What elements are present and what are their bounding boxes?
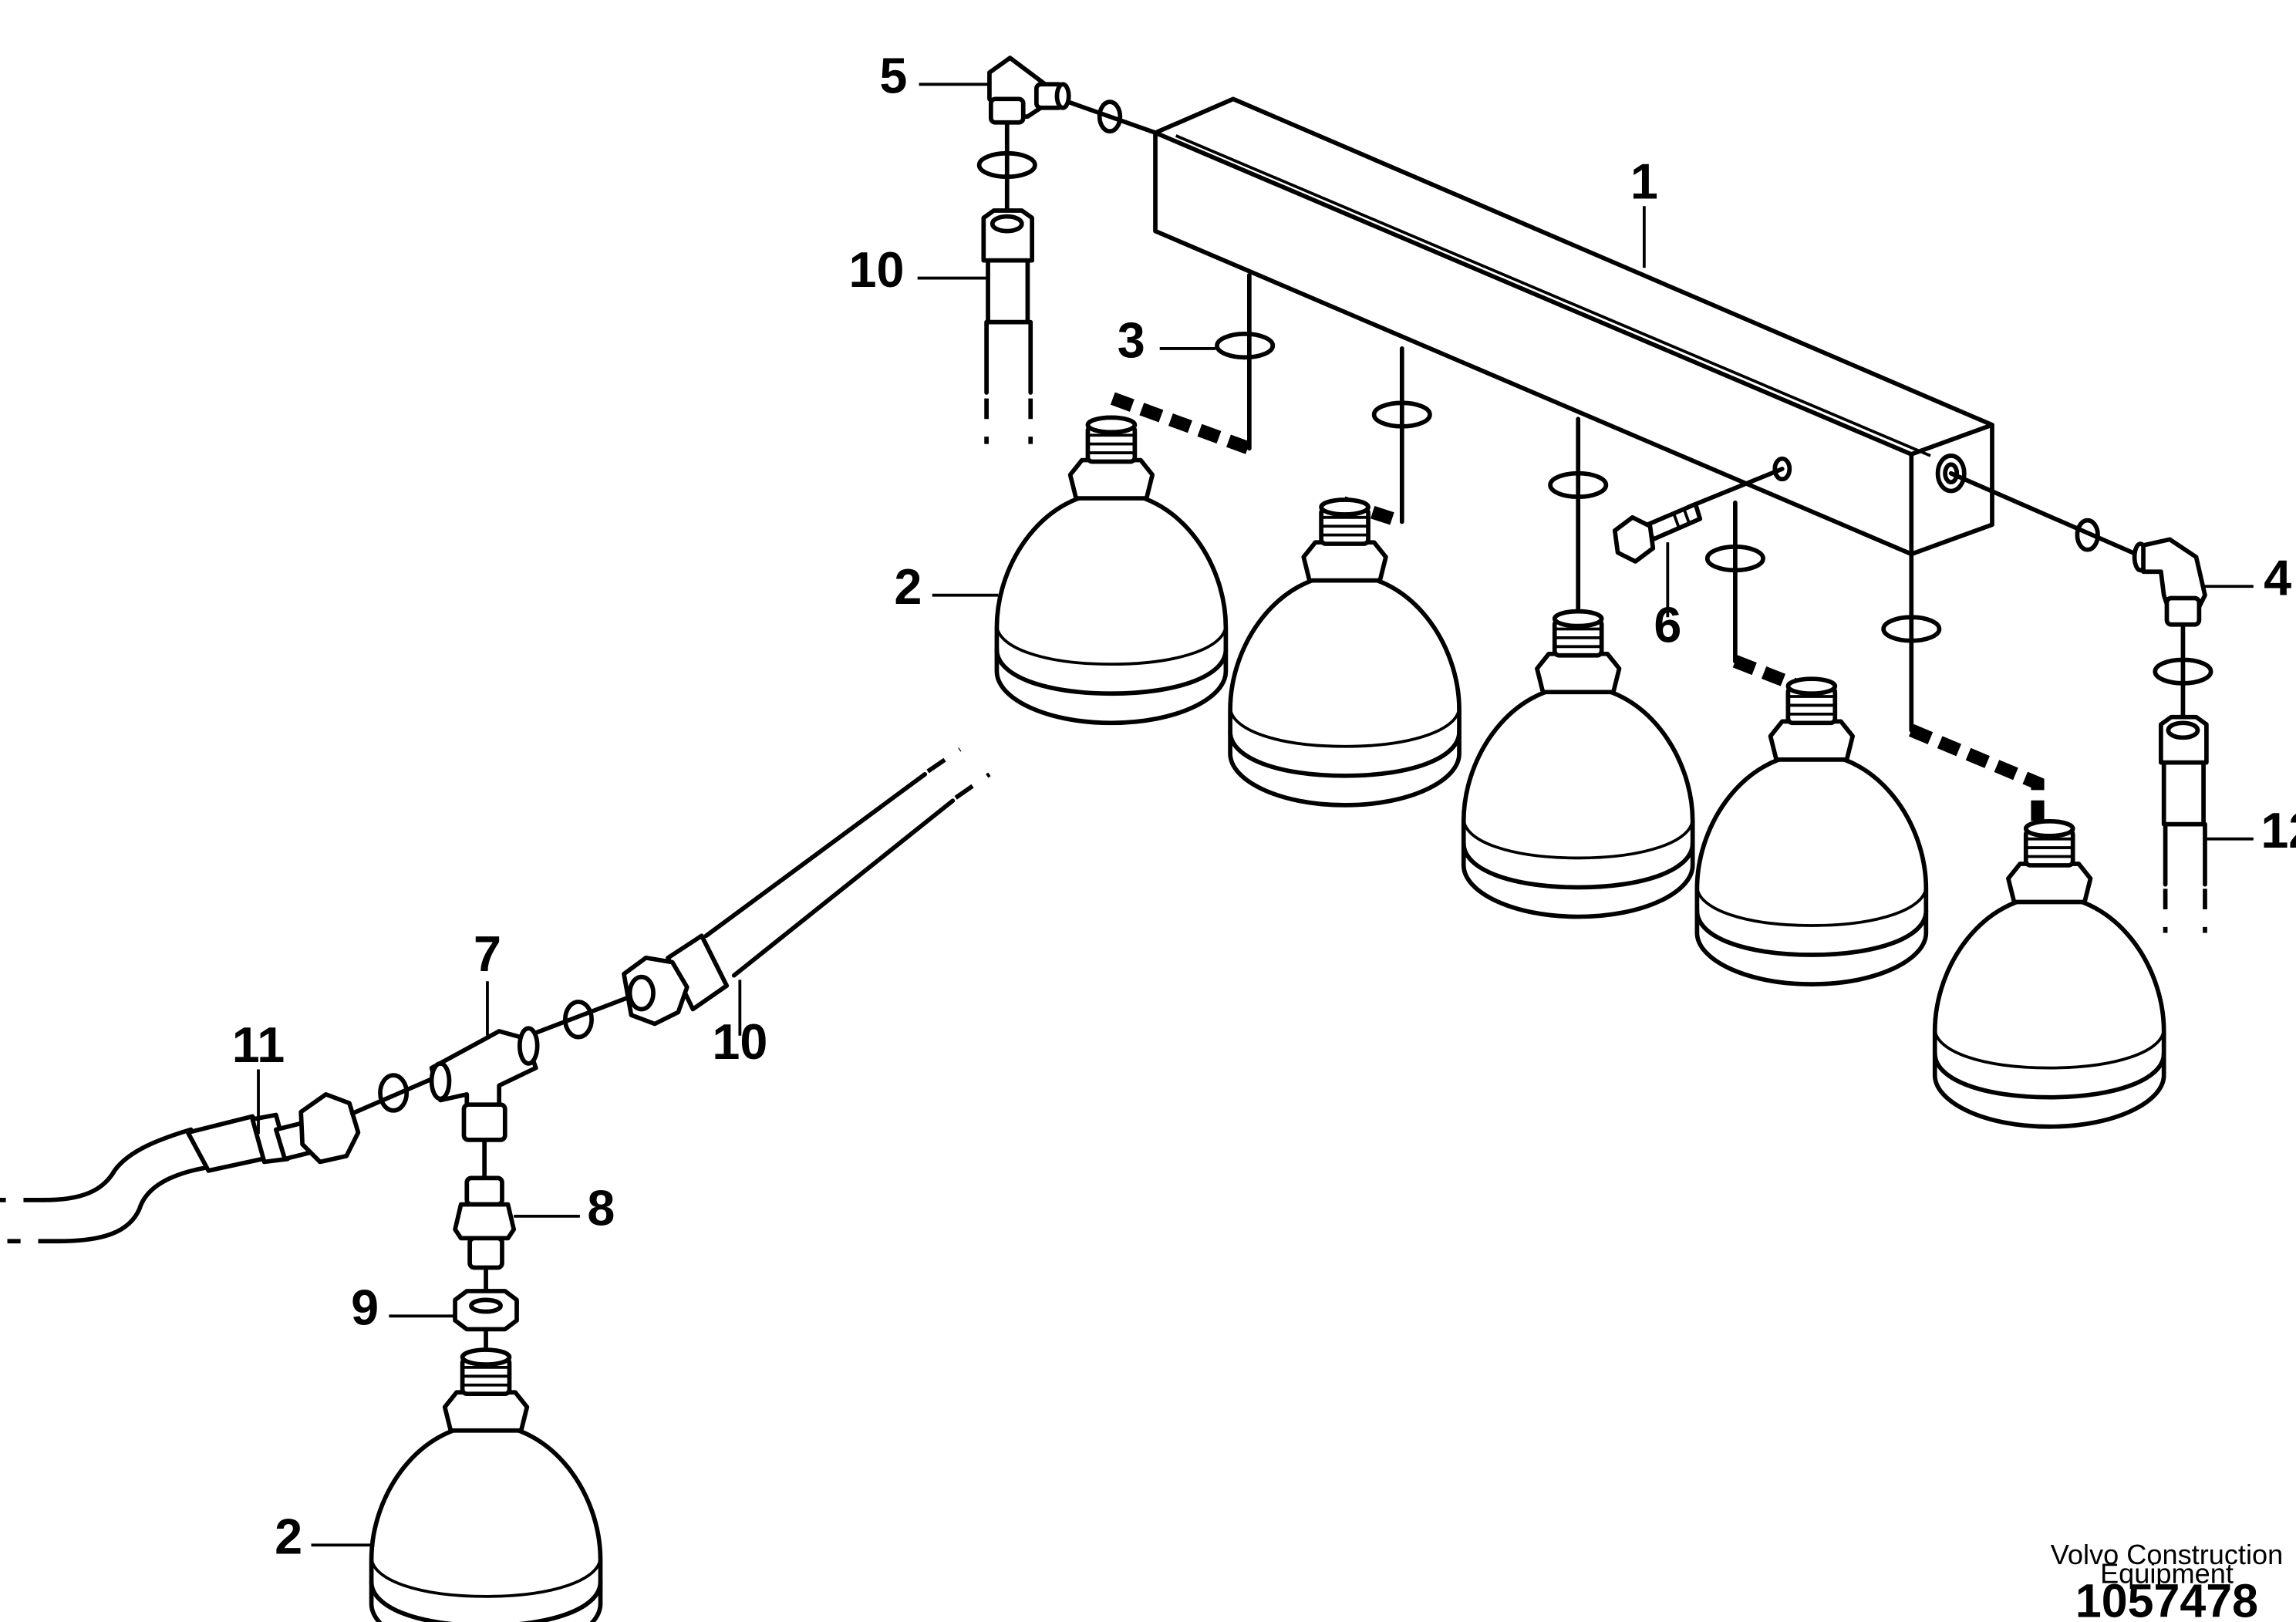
company-line-2: Equipment: [2100, 1558, 2234, 1590]
figure-number: 1057478: [2075, 1574, 2258, 1622]
callout-3: 3: [1118, 312, 1145, 368]
leader-lines: [257, 83, 2254, 1547]
callout-12: 12: [2261, 802, 2296, 858]
callout-4: 4: [2264, 550, 2291, 606]
right-elbow-assembly: [1948, 470, 2211, 933]
callout-6: 6: [1654, 597, 1681, 653]
screw: [1612, 467, 1785, 564]
callout-5: 5: [879, 48, 907, 104]
tee-assembly: [372, 1026, 601, 1622]
callout-1: 1: [1630, 153, 1658, 210]
callout-9: 9: [351, 1280, 379, 1336]
manifold-block: [1153, 96, 1994, 557]
callout-10-bottom: 10: [712, 1013, 767, 1070]
callout-10-top: 10: [849, 241, 905, 298]
hose-assembly: [0, 747, 991, 1244]
callout-2-bottom: 2: [275, 1509, 302, 1565]
company-line-1: Volvo Construction: [2051, 1539, 2283, 1570]
callouts: 1 2 2 3 4 5 6 7 8 9 10 10 11 12: [232, 48, 2296, 1565]
callout-7: 7: [474, 926, 501, 982]
callout-8: 8: [587, 1179, 615, 1236]
footer: Volvo Construction Equipment 1057478: [2051, 1539, 2283, 1622]
left-elbow-assembly: [979, 56, 1158, 444]
callout-11: 11: [232, 1017, 285, 1073]
callout-2-top: 2: [894, 558, 922, 615]
